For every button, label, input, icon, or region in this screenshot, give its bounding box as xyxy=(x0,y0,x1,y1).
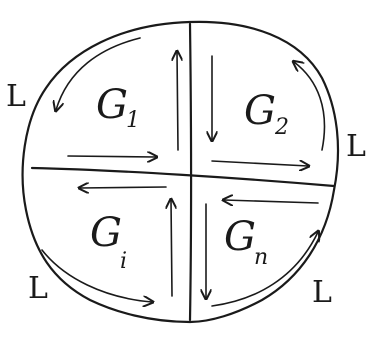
boundary-arrow-bottom-left xyxy=(41,249,152,302)
interior-arrow-upper-left-up xyxy=(177,52,178,151)
boundary-arrow-top-right xyxy=(294,62,326,151)
interior-arrow-lower-left-left xyxy=(80,187,167,188)
interior-arrow-lower-left-up xyxy=(171,200,172,297)
outer-boundary-curve xyxy=(21,20,340,324)
boundary-label-top-left: L xyxy=(6,79,26,114)
boundary-label-bottom-left: L xyxy=(28,271,48,306)
interior-arrow-lower-right-left xyxy=(224,200,319,203)
region-letter: G xyxy=(244,88,276,134)
region-label-g2: G 2 xyxy=(244,88,289,140)
region-label-g1: G 1 xyxy=(96,82,140,133)
region-subscript: i xyxy=(120,249,127,274)
boundary-arrow-top-left xyxy=(56,37,141,110)
region-label-gn: G n xyxy=(224,214,268,270)
region-subscript: 1 xyxy=(126,108,140,133)
boundary-arrow-bottom-right xyxy=(211,232,318,307)
interior-arrow-upper-right-right xyxy=(211,161,308,166)
region-letter: G xyxy=(96,82,128,128)
region-letter: G xyxy=(224,214,256,260)
boundary-label-bottom-right: L xyxy=(312,275,332,310)
region-subscript: n xyxy=(254,245,268,270)
region-letter: G xyxy=(90,210,122,256)
boundary-label-right: L xyxy=(346,129,366,164)
vertical-divider xyxy=(188,22,193,322)
region-label-gi: G i xyxy=(90,210,127,274)
region-subscript: 2 xyxy=(274,115,289,140)
interior-arrow-upper-left-right xyxy=(67,156,156,157)
horizontal-divider xyxy=(30,166,336,188)
